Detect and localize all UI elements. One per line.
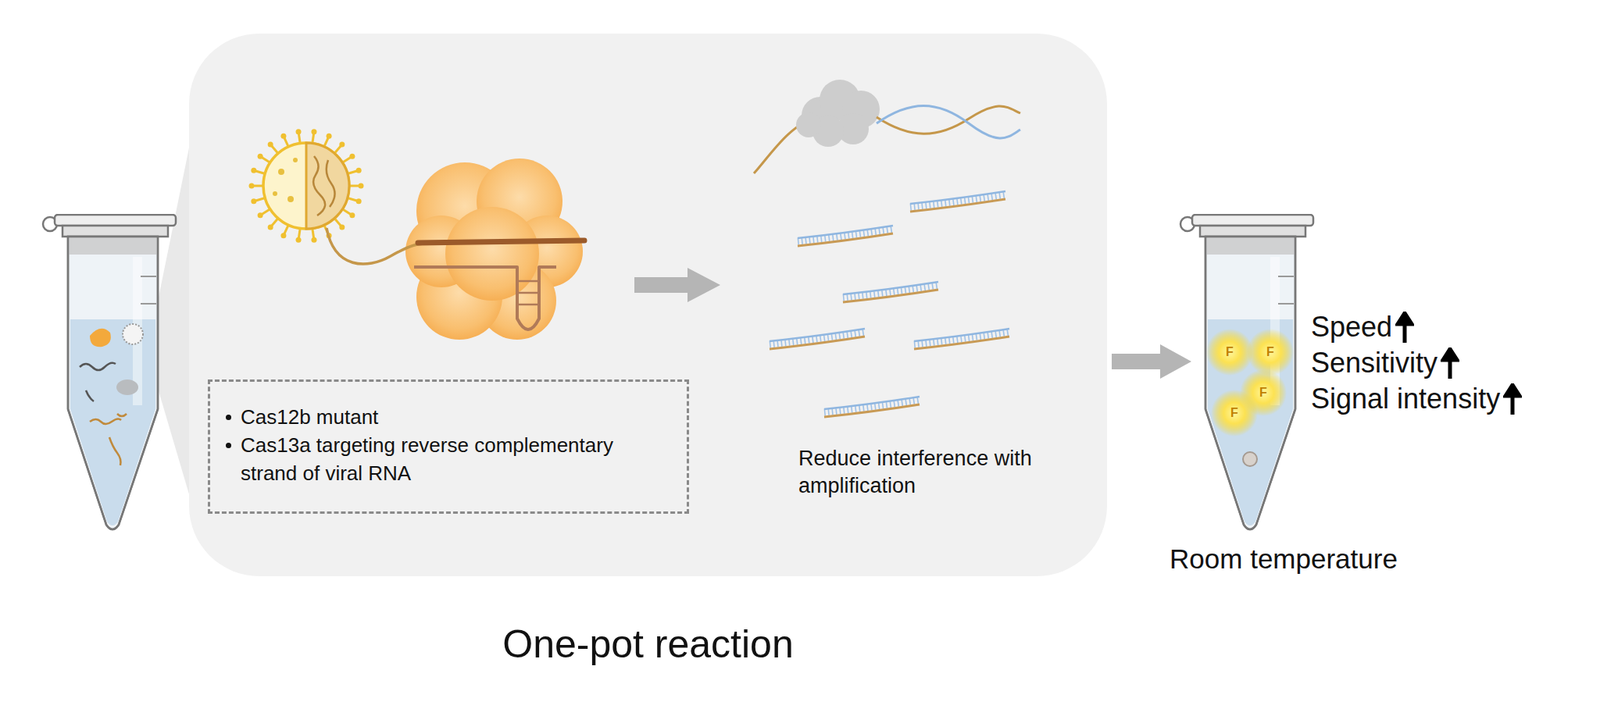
- fluorophore-letter: F: [1259, 385, 1268, 400]
- bullet-dot: [225, 414, 232, 421]
- bullet-row: Cas12b mutant: [225, 403, 668, 433]
- fluorophore-letter: F: [1230, 405, 1239, 422]
- panel: One-pot reactionCas12b mutantCas13a targ…: [189, 33, 1108, 577]
- note-text: Reduce interference with amplification: [798, 445, 1033, 500]
- condition-label: Room temperature: [1169, 541, 1398, 578]
- dashed-box: Cas12b mutantCas13a targeting reverse co…: [207, 379, 690, 515]
- up-arrow: [1503, 383, 1522, 415]
- improvement-label-row: Speed: [1310, 309, 1415, 347]
- up-arrow: [1395, 311, 1415, 343]
- up-arrow: [1440, 347, 1460, 379]
- improvement-label: Signal intensity: [1310, 381, 1500, 418]
- improvement-label-row: Signal intensity: [1310, 381, 1522, 418]
- fluorophore-letter: F: [1225, 344, 1234, 361]
- bullet-dot: [225, 442, 232, 449]
- improvement-label-row: Sensitivity: [1310, 345, 1460, 383]
- fluorophore-letter: F: [1259, 385, 1268, 402]
- condition-label: Room temperature: [1169, 543, 1398, 575]
- fluorophore-letter: F: [1266, 345, 1275, 359]
- note-text: Reduce interference with amplification: [798, 446, 1033, 498]
- fluorophore-letter: F: [1230, 406, 1239, 420]
- improvement-label: Speed: [1310, 309, 1393, 347]
- panel-heading: One-pot reaction: [189, 621, 1108, 668]
- fluorophore-letter: F: [1225, 345, 1234, 359]
- fluorophore-letter: F: [1266, 344, 1275, 361]
- bullet-text: Cas12b mutant: [240, 403, 379, 433]
- bullet-row: Cas13a targeting reverse complementary s…: [225, 432, 668, 489]
- bullet-text: Cas13a targeting reverse complementary s…: [240, 432, 668, 489]
- improvement-label: Sensitivity: [1310, 345, 1438, 383]
